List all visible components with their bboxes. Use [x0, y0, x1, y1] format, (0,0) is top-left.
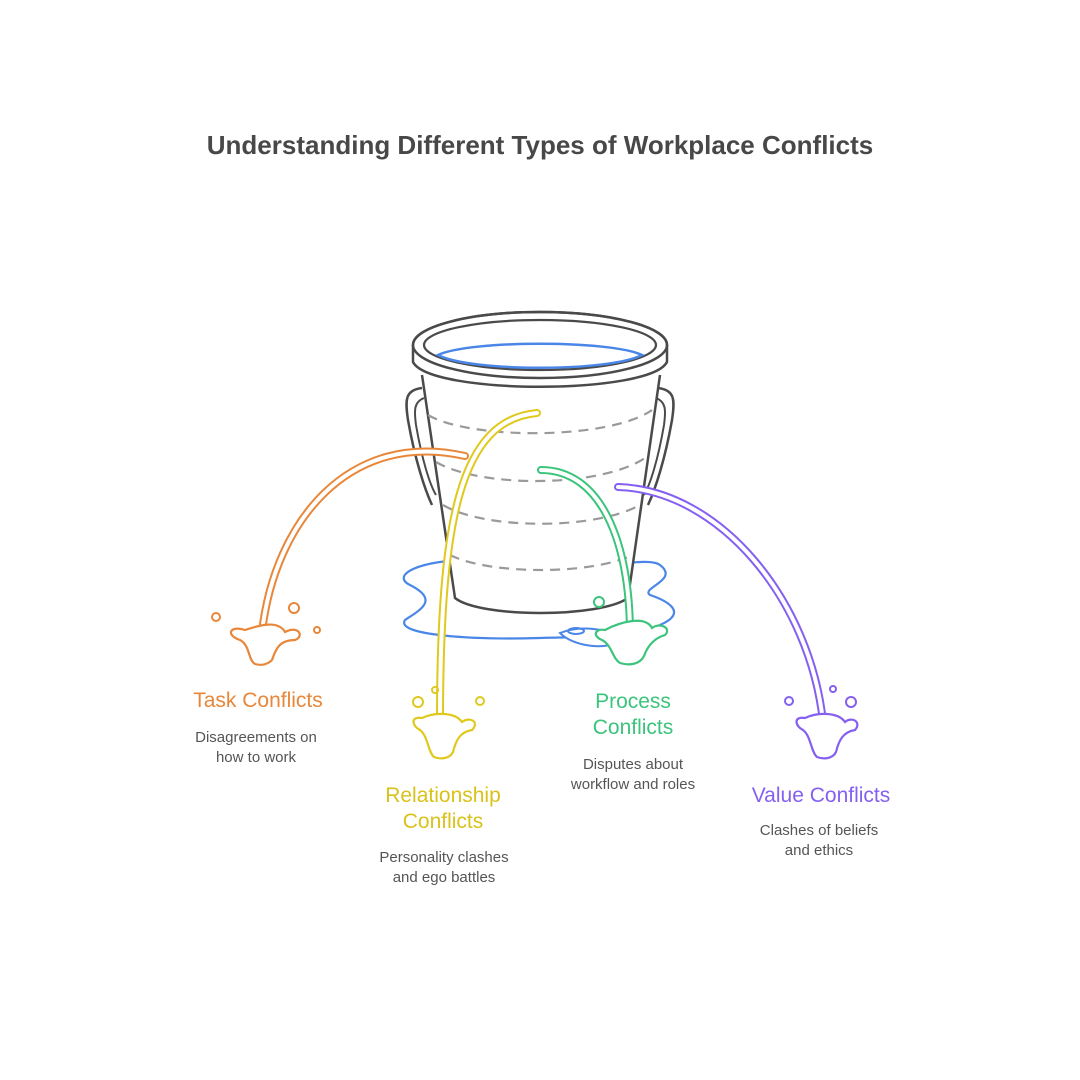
stream-process [537, 466, 669, 666]
splash-relationship [412, 712, 477, 760]
water-surface [435, 342, 645, 369]
splash-task [229, 623, 301, 666]
page-title: Understanding Different Types of Workpla… [206, 130, 874, 160]
splash-process [594, 619, 669, 666]
bucket-body [420, 374, 662, 615]
value-conflicts-label: Value Conflicts [751, 784, 891, 807]
stream-task [211, 447, 469, 666]
bucket-bands [427, 409, 653, 572]
task-conflicts-label: Task Conflicts [193, 689, 323, 712]
stream-value [614, 483, 859, 760]
stream-relationship [412, 409, 541, 760]
splash-value [795, 712, 859, 760]
